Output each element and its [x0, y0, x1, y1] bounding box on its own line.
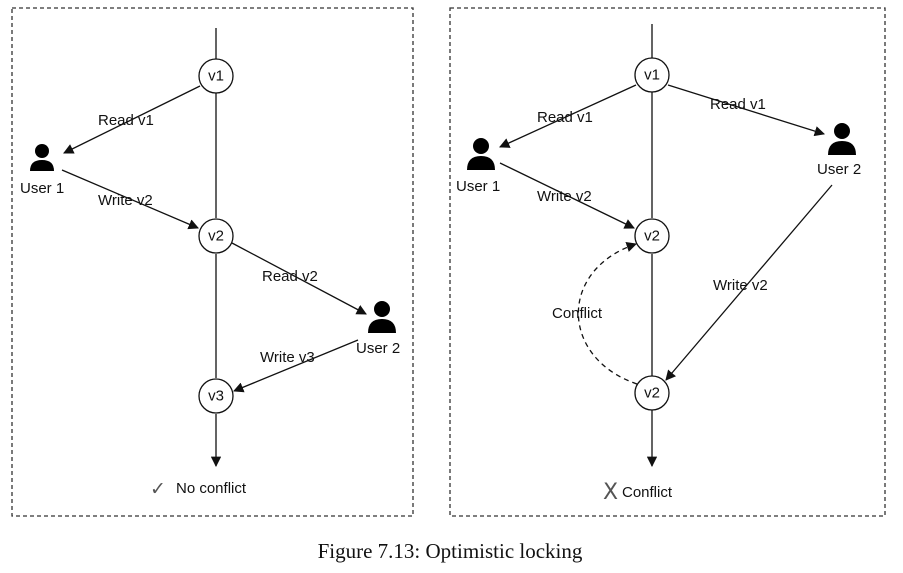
- right-edge-read-v1-user2: [667, 84, 825, 137]
- right-edge-write-v2-user2: [665, 184, 833, 381]
- left-node-v3-label: v3: [208, 388, 224, 405]
- left-panel: Read v1 Write v2 Read v2 Write v3 v1 v2 …: [11, 7, 414, 517]
- right-node-v1: [634, 57, 670, 93]
- left-edge-read-v1: [63, 85, 201, 154]
- left-edge-read-v2: [231, 242, 367, 315]
- x-icon: X: [603, 480, 618, 505]
- left-node-v1-label: v1: [208, 68, 224, 85]
- right-node-v1-label: v1: [644, 67, 660, 84]
- left-edge-write-v2: [61, 169, 199, 230]
- left-node-v2: [198, 218, 234, 254]
- left-user1-label: User 1: [20, 180, 64, 197]
- right-node-v2-bottom-label: v2: [644, 385, 660, 402]
- right-edge-read-v1-user1: [499, 84, 637, 148]
- right-edge-conflict: [577, 242, 638, 385]
- right-node-v2-top: [634, 218, 670, 254]
- left-user2-icon: [368, 301, 396, 333]
- left-node-v1: [198, 58, 234, 94]
- right-label-write-v2-user2: Write v2: [713, 277, 768, 294]
- left-label-read-v1: Read v1: [98, 112, 154, 129]
- right-node-v2-top-label: v2: [644, 228, 660, 245]
- right-label-read-v1-user1: Read v1: [537, 109, 593, 126]
- left-user2-label: User 2: [356, 340, 400, 357]
- left-edge-write-v3: [233, 339, 359, 393]
- left-label-write-v2: Write v2: [98, 192, 153, 209]
- right-panel-border: [449, 7, 886, 517]
- right-result-text: Conflict: [622, 484, 673, 501]
- right-label-write-v2-user1: Write v2: [537, 188, 592, 205]
- right-node-v2-bottom: [634, 375, 670, 411]
- left-node-v3: [198, 378, 234, 414]
- right-user1-label: User 1: [456, 178, 500, 195]
- figure-caption: Figure 7.13: Optimistic locking: [318, 539, 583, 563]
- right-user2-label: User 2: [817, 161, 861, 178]
- right-edge-write-v2-user1: [499, 162, 635, 229]
- left-node-v2-label: v2: [208, 228, 224, 245]
- right-user2-icon: [828, 123, 856, 155]
- left-result-text: No conflict: [176, 480, 247, 497]
- right-user1-icon: [467, 138, 495, 170]
- right-panel: Read v1 Read v1 Write v2 Write v2 Confli…: [449, 7, 886, 517]
- left-label-write-v3: Write v3: [260, 349, 315, 366]
- right-label-read-v1-user2: Read v1: [710, 96, 766, 113]
- left-label-read-v2: Read v2: [262, 268, 318, 285]
- check-icon: ✓: [150, 478, 166, 500]
- right-label-conflict: Conflict: [552, 305, 603, 322]
- left-panel-border: [11, 7, 414, 517]
- left-user1-icon: [30, 144, 54, 171]
